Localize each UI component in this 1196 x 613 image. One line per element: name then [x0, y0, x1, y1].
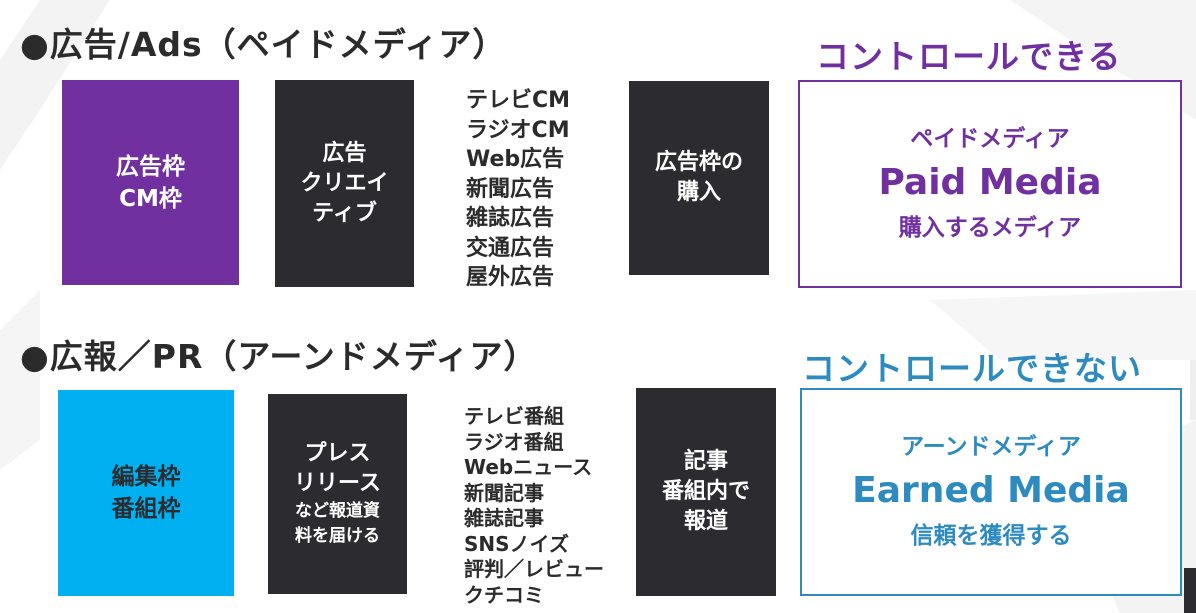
uncontrollable-label: コントロールできない: [802, 349, 1142, 388]
ad-slot-line-2: CM枠: [119, 185, 182, 212]
list-item: 雑誌広告: [466, 206, 555, 231]
paid-media-kana: ペイドメディア: [910, 126, 1070, 152]
news-report-line-3: 報道: [683, 509, 728, 534]
press-release-line-4: 料を届ける: [295, 526, 380, 546]
ads-section-title: ●広告/Ads（ペイドメディア）: [20, 25, 507, 64]
paid-media-box: ペイドメディア Paid Media 購入するメディア: [798, 80, 1182, 288]
editorial-slot-line-1: 編集枠: [111, 464, 181, 490]
earned-media-description: 信頼を獲得する: [910, 523, 1072, 549]
ad-slot-box: 広告枠 CM枠: [62, 80, 239, 285]
pr-media-list: テレビ番組 ラジオ番組 Webニュース 新聞記事 雑誌記事 SNSノイズ 評判／…: [464, 404, 604, 608]
earned-media-box: アーンドメディア Earned Media 信頼を獲得する: [800, 388, 1182, 596]
ad-creative-box: 広告 クリエイ ティブ: [275, 80, 414, 287]
ad-creative-line-3: ティブ: [312, 200, 377, 226]
paid-media-english: Paid Media: [878, 162, 1102, 203]
list-item: 評判／レビュー: [464, 557, 604, 581]
list-item: Webニュース: [464, 455, 593, 479]
list-item: 新聞広告: [466, 176, 555, 202]
earned-media-english: Earned Media: [852, 470, 1130, 511]
press-release-line-2: リリース: [294, 471, 381, 496]
pr-section-title: ●広報／PR（アーンドメディア）: [20, 337, 538, 376]
ad-purchase-line-1: 広告枠の: [654, 150, 743, 175]
list-item: 雑誌記事: [464, 506, 544, 530]
list-item: ラジオ番組: [464, 429, 564, 454]
paid-media-description: 購入するメディア: [898, 215, 1082, 241]
news-report-box: 記事 番組内で 報道: [636, 388, 776, 596]
list-item: クチコミ: [464, 582, 544, 607]
news-report-line-1: 記事: [683, 449, 728, 474]
list-item: ラジオCM: [466, 117, 570, 143]
news-report-line-2: 番組内で: [661, 479, 750, 504]
ad-purchase-line-2: 購入: [676, 180, 721, 205]
editorial-slot-box: 編集枠 番組枠: [58, 390, 234, 596]
list-item: テレビCM: [466, 88, 571, 113]
earned-media-kana: アーンドメディア: [901, 434, 1081, 460]
list-item: テレビ番組: [464, 404, 564, 428]
list-item: 新聞記事: [464, 480, 544, 505]
controllable-label: コントロールできる: [816, 37, 1122, 76]
press-release-box: プレス リリース など報道資 料を届ける: [268, 394, 407, 594]
editorial-slot-line-2: 番組枠: [111, 496, 181, 522]
press-release-line-1: プレス: [304, 441, 371, 466]
ad-media-list: テレビCM ラジオCM Web広告 新聞広告 雑誌広告 交通広告 屋外広告: [466, 86, 570, 293]
list-item: 屋外広告: [466, 265, 555, 290]
list-item: Web広告: [466, 147, 565, 172]
list-item: 交通広告: [466, 235, 555, 261]
ad-creative-line-2: クリエイ: [300, 170, 389, 196]
press-release-line-3: など報道資: [295, 501, 380, 521]
list-item: SNSノイズ: [464, 531, 569, 556]
ad-purchase-box: 広告枠の 購入: [629, 81, 769, 275]
ad-creative-line-1: 広告: [322, 140, 367, 166]
ad-slot-line-1: 広告枠: [116, 153, 185, 180]
